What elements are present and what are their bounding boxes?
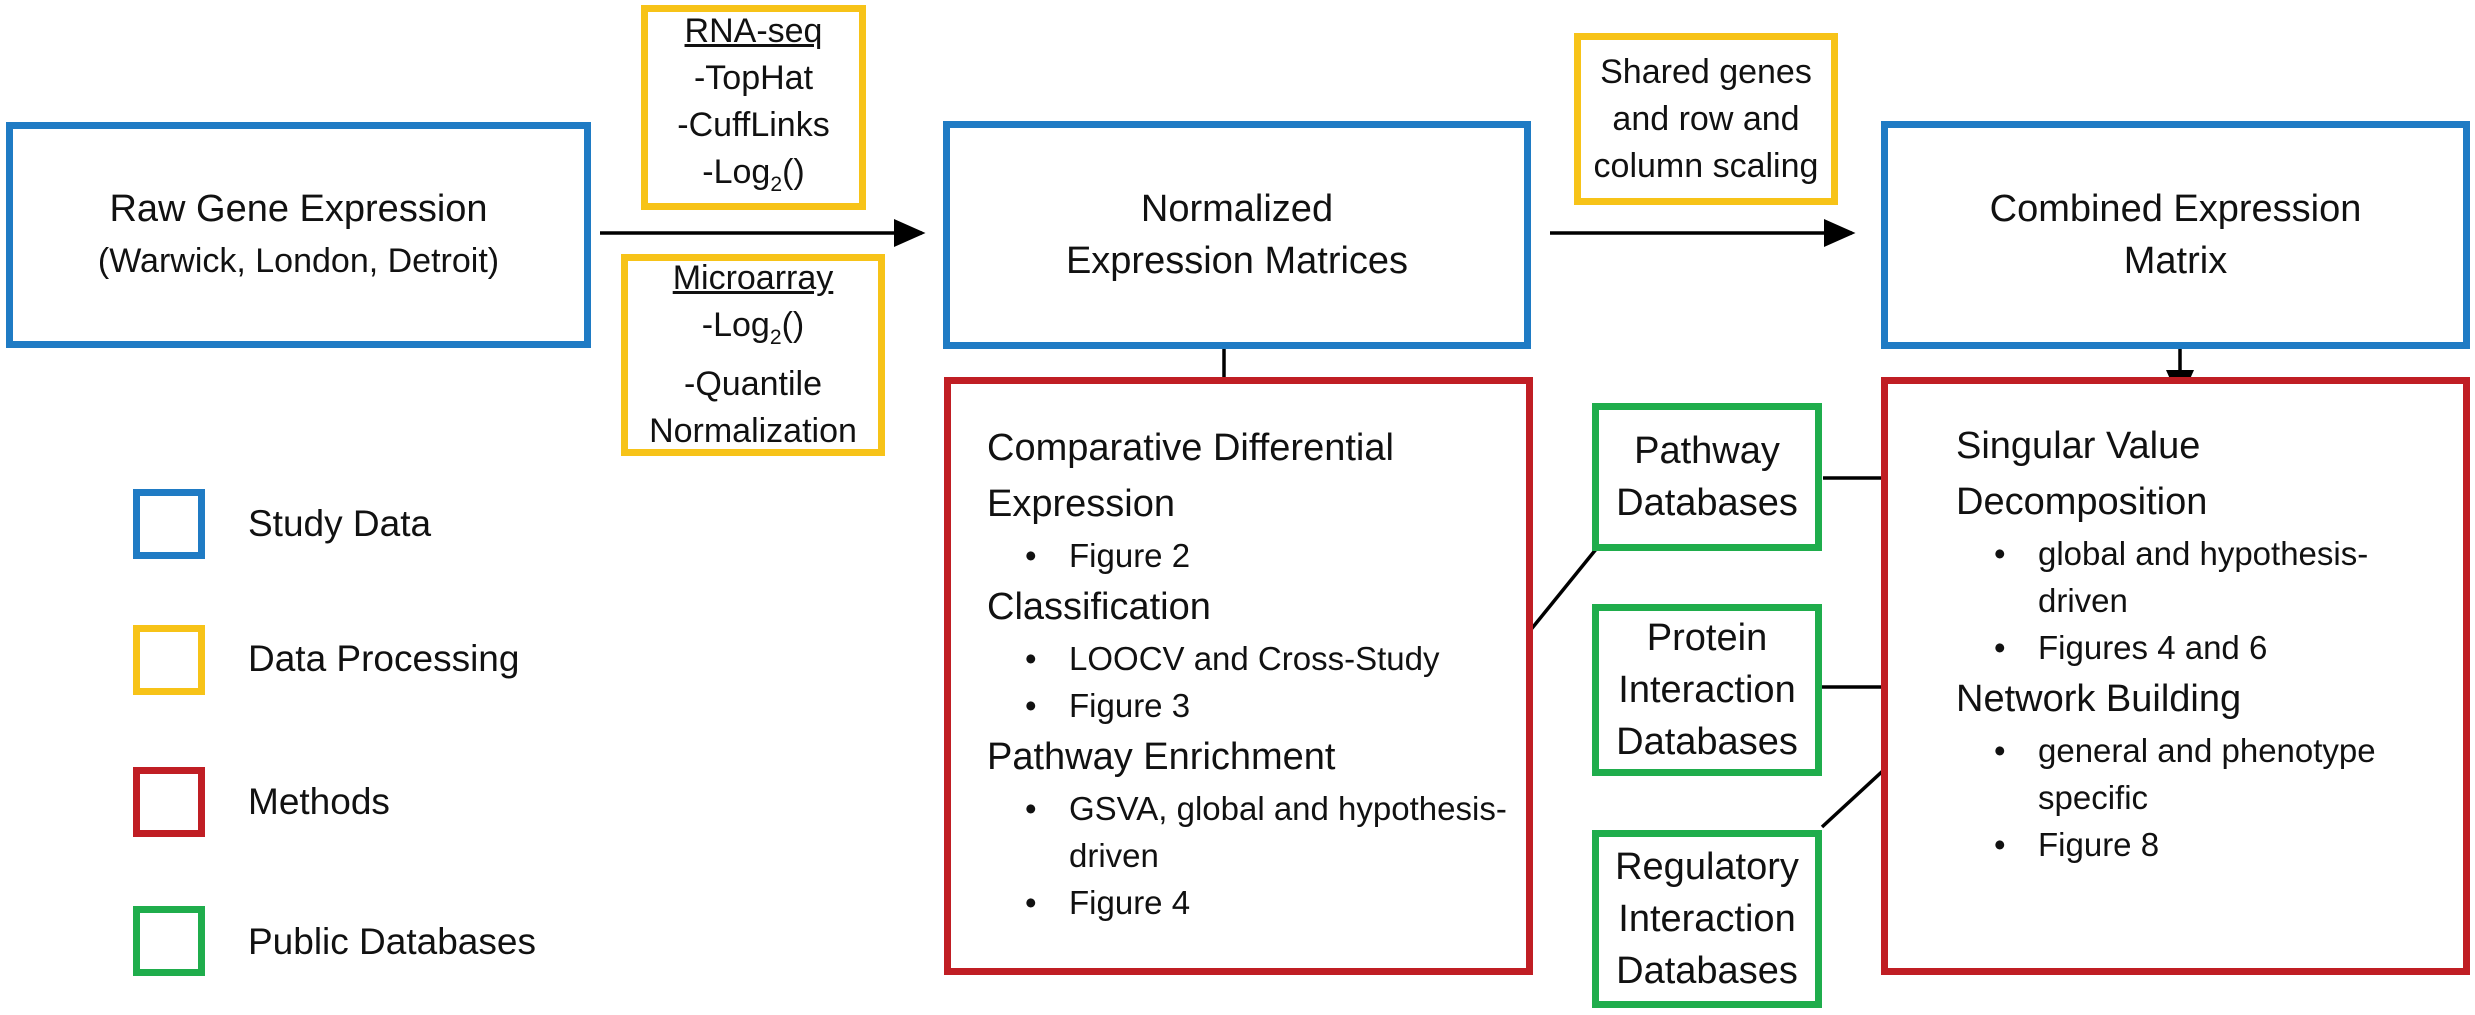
heading-svd-1: Singular Value [1956,425,2201,467]
bullet-figures-4-6: Figures 4 and 6 [1994,624,2463,671]
normalized-line2: Expression Matrices [1065,240,1409,282]
legend-swatch-study-data [133,489,205,559]
protein-db-line1: Protein [1646,617,1768,659]
legend-swatch-data-processing [133,625,205,695]
normalized-matrices-box: Normalized Expression Matrices [943,121,1531,349]
regulatory-db-line3: Databases [1616,950,1798,992]
heading-svd-2: Decomposition [1956,481,2208,523]
protein-db-line3: Databases [1616,721,1798,763]
normalized-line1: Normalized [1140,188,1334,230]
combined-line2: Matrix [2123,240,2228,282]
shared-genes-box: Shared genes and row and column scaling [1574,33,1838,205]
bullet-global-hypothesis: global and hypothesis-driven [1994,530,2463,624]
legend-swatch-public-databases [133,906,205,976]
svd-bullets: global and hypothesis-driven Figures 4 a… [1956,530,2463,671]
pathway-db-line1: Pathway [1634,430,1780,472]
bullet-figure-4: Figure 4 [1025,879,1526,926]
microarray-step-quantile: -Quantile [684,364,822,403]
regulatory-interaction-databases-box: Regulatory Interaction Databases [1592,830,1822,1008]
shared-line2: and row and [1612,99,1800,138]
comparative-de-bullets: Figure 2 [987,532,1526,579]
microarray-processing-box: Microarray -Log2() -Quantile Normalizati… [621,254,885,456]
rnaseq-title: RNA-seq [684,11,823,50]
heading-pathway-enrichment: Pathway Enrichment [987,736,1336,778]
heading-network-building: Network Building [1956,678,2242,720]
bullet-loocv: LOOCV and Cross-Study [1025,635,1526,682]
methods-right-box: Singular Value Decomposition global and … [1881,377,2470,975]
heading-classification: Classification [987,586,1211,628]
pathway-db-line2: Databases [1616,482,1798,524]
microarray-title: Microarray [672,259,834,298]
rnaseq-step-tophat: -TopHat [693,58,814,97]
bullet-gsva: GSVA, global and hypothesis-driven [1025,785,1526,879]
heading-comparative-de-1: Comparative Differential [987,427,1394,469]
bullet-figure-2: Figure 2 [1025,532,1526,579]
shared-line1: Shared genes [1600,52,1812,91]
protein-interaction-databases-box: Protein Interaction Databases [1592,604,1822,776]
regulatory-db-line1: Regulatory [1615,846,1799,888]
bullet-figure-8: Figure 8 [1994,821,2463,868]
pathway-enrichment-bullets: GSVA, global and hypothesis-driven Figur… [987,785,1526,926]
classification-bullets: LOOCV and Cross-Study Figure 3 [987,635,1526,729]
bullet-figure-3: Figure 3 [1025,682,1526,729]
microarray-step-normalization: Normalization [649,411,857,450]
raw-title: Raw Gene Expression [109,188,488,230]
methods-left-box: Comparative Differential Expression Figu… [944,377,1533,975]
legend-swatch-methods [133,767,205,837]
microarray-step-log: -Log2() [701,306,805,349]
legend-label-study-data: Study Data [248,503,432,544]
raw-subtitle: (Warwick, London, Detroit) [97,242,500,280]
rnaseq-processing-box: RNA-seq -TopHat -CuffLinks -Log2() [641,5,866,210]
raw-gene-expression-box: Raw Gene Expression (Warwick, London, De… [6,122,591,348]
legend-label-data-processing: Data Processing [248,638,520,679]
rnaseq-step-log: -Log2() [702,152,805,196]
protein-db-line2: Interaction [1618,669,1796,711]
legend-label-methods: Methods [248,781,390,822]
combined-line1: Combined Expression [1989,188,2362,230]
legend-label-public-databases: Public Databases [248,921,536,962]
rnaseq-step-cufflinks: -CuffLinks [677,105,830,144]
heading-comparative-de-2: Expression [987,483,1175,525]
pathway-databases-box: Pathway Databases [1592,403,1822,551]
regulatory-db-line2: Interaction [1618,898,1796,940]
combined-matrix-box: Combined Expression Matrix [1881,121,2470,349]
shared-line3: column scaling [1593,146,1819,185]
